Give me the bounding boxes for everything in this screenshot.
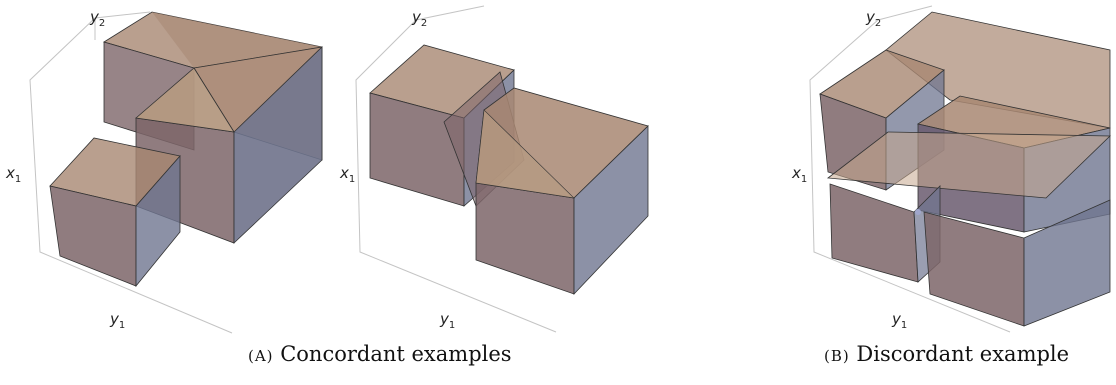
axis-label-y2: y2 — [865, 8, 881, 29]
axis-label-y2: y2 — [89, 8, 105, 29]
center-point — [915, 209, 921, 215]
axis-label-y1: y1 — [439, 310, 455, 331]
box-lower-right — [923, 199, 1111, 327]
caption-concordant: (A) Concordant examples — [248, 342, 512, 366]
caption-letter: (A) — [248, 347, 274, 365]
caption-text: Discordant example — [849, 342, 1070, 366]
axis-label-y1: y1 — [891, 310, 907, 331]
caption-discordant: (B) Discordant example — [824, 342, 1069, 366]
caption-text: Concordant examples — [273, 342, 512, 366]
panel-discordant: y2 x1 y1 — [791, 5, 1111, 333]
axis-label-x1: x1 — [339, 164, 355, 185]
box-large-right — [475, 87, 649, 296]
frame-line — [29, 11, 233, 334]
frame-line — [809, 5, 1011, 333]
caption-letter: (B) — [824, 347, 850, 365]
frame-line — [355, 5, 557, 333]
plane-middle — [826, 131, 1111, 199]
box-lower-left — [49, 137, 181, 288]
box-large-right — [135, 12, 323, 244]
axis-label-y1: y1 — [109, 310, 125, 331]
panel-concordant-1: y2 x1 y1 — [5, 8, 323, 334]
axis-label-x1: x1 — [5, 164, 21, 185]
axis-label-x1: x1 — [791, 164, 807, 185]
panel-concordant-2: y2 x1 y1 — [339, 5, 649, 333]
axis-label-y2: y2 — [411, 8, 427, 29]
